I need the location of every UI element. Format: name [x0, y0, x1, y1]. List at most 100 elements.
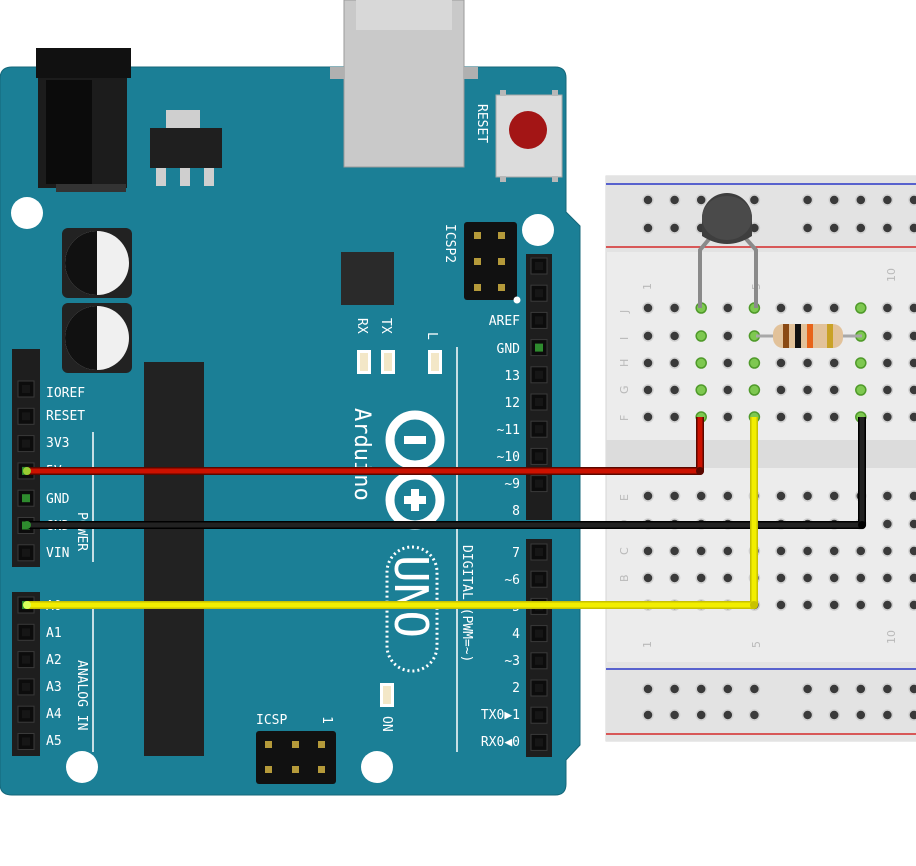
- breadboard-hole: [828, 357, 840, 369]
- digital-header-pin: [530, 366, 548, 384]
- breadboard-hole: [695, 490, 707, 502]
- breadboard-hole: [668, 222, 681, 234]
- digital-header-pin: [530, 570, 548, 588]
- icsp-label: ICSP: [256, 713, 287, 728]
- voltage-regulator: [150, 110, 222, 186]
- breadboard-hole: [695, 683, 707, 695]
- capacitor: [62, 228, 132, 298]
- icsp2-header: [464, 222, 521, 304]
- breadboard-hole: [801, 709, 814, 721]
- tx-label: TX: [378, 318, 393, 334]
- breadboard-hole: [828, 683, 840, 695]
- breadboard-hole: [881, 384, 894, 396]
- digital-pin-labels-lower: 7 ~6 ~5 4 ~3 2 TX0▶1 RX0◀0: [481, 546, 520, 750]
- analog-pin-label: A5: [46, 734, 62, 749]
- breadboard-hole: [801, 683, 814, 695]
- breadboard-hole: [828, 222, 840, 234]
- breadboard-hole: [881, 572, 894, 584]
- icsp-header: [256, 731, 336, 784]
- breadboard-hole: [642, 194, 654, 206]
- digital-pin-label: 12: [504, 396, 520, 411]
- digital-header-lower: [526, 539, 552, 757]
- breadboard-hole: [748, 384, 761, 396]
- row-letter-e: E: [618, 494, 631, 501]
- breadboard-hole: [881, 194, 894, 206]
- breadboard-hole: [855, 709, 867, 721]
- breadboard-hole: [908, 222, 916, 234]
- breadboard-hole: [722, 572, 734, 584]
- row-letter-h: H: [618, 359, 631, 367]
- breadboard-hole: [642, 411, 654, 423]
- breadboard-hole: [908, 490, 916, 502]
- digital-header-pin: [530, 311, 548, 329]
- breadboard-hole: [695, 384, 707, 396]
- breadboard-hole: [881, 518, 894, 530]
- breadboard-hole: [668, 194, 681, 206]
- digital-header-pin: [530, 475, 548, 493]
- digital-header-pin: [530, 284, 548, 302]
- breadboard-hole: [801, 222, 814, 234]
- breadboard-hole: [855, 222, 867, 234]
- column-number-1-bottom: 1: [641, 641, 654, 648]
- brand-label: Arduino: [349, 408, 374, 501]
- power-header-pin: [17, 544, 35, 562]
- analog-header-pin: [17, 705, 35, 723]
- breadboard-hole: [642, 572, 654, 584]
- digital-header-pin: [530, 625, 548, 643]
- breadboard-hole: [881, 599, 894, 611]
- breadboard-hole: [722, 384, 734, 396]
- power-pin-label: 3V3: [46, 436, 69, 451]
- analog-pin-label: A3: [46, 680, 62, 695]
- breadboard-hole: [775, 490, 787, 502]
- power-header-pin: [17, 407, 35, 425]
- digital-header-pin: [530, 679, 548, 697]
- breadboard-hole: [881, 545, 894, 557]
- breadboard-hole: [881, 490, 894, 502]
- breadboard-hole: [668, 411, 681, 423]
- breadboard-hole: [695, 572, 707, 584]
- breadboard-hole: [908, 683, 916, 695]
- digital-header-pin: [530, 393, 548, 411]
- power-pin-label: GND: [46, 492, 70, 507]
- analog-header: [12, 592, 40, 756]
- row-letter-b: B: [618, 574, 631, 582]
- breadboard-hole: [828, 411, 840, 423]
- digital-header-pin: [530, 733, 548, 751]
- breadboard-hole: [801, 357, 814, 369]
- breadboard-hole: [828, 302, 840, 314]
- usb-interface-chip: [341, 252, 394, 305]
- breadboard-hole: [801, 599, 814, 611]
- breadboard-hole: [908, 194, 916, 206]
- arduino-uno-board: RESET ICSP2 RX TX L Arduino: [0, 0, 581, 796]
- analog-section-label: ANALOG IN: [74, 660, 89, 730]
- breadboard-hole: [801, 411, 814, 423]
- breadboard-hole: [775, 302, 787, 314]
- digital-pin-label: ~11: [497, 423, 520, 438]
- power-header-pin: [17, 489, 35, 507]
- breadboard-hole: [775, 572, 787, 584]
- digital-header-upper: [526, 254, 552, 520]
- breadboard-hole: [722, 357, 734, 369]
- digital-header-pin: [530, 706, 548, 724]
- breadboard-hole: [642, 490, 654, 502]
- reset-button[interactable]: [495, 90, 563, 182]
- breadboard-hole: [748, 683, 761, 695]
- icsp2-label: ICSP2: [442, 224, 457, 263]
- breadboard-hole: [881, 357, 894, 369]
- breadboard-hole: [828, 490, 840, 502]
- row-letter-i: I: [618, 337, 631, 340]
- digital-header-pin: [530, 420, 548, 438]
- analog-header-pin: [17, 651, 35, 669]
- breadboard-hole: [908, 599, 916, 611]
- breadboard-hole: [642, 330, 654, 342]
- mounting-hole: [11, 197, 43, 229]
- dc-power-jack: [36, 48, 131, 192]
- breadboard-hole: [855, 599, 867, 611]
- breadboard-hole: [881, 411, 894, 423]
- analog-pin-label: A2: [46, 653, 62, 668]
- breadboard-hole: [668, 545, 681, 557]
- breadboard-hole: [775, 357, 787, 369]
- usb-connector: [330, 0, 478, 168]
- digital-pin-label: 13: [504, 369, 520, 384]
